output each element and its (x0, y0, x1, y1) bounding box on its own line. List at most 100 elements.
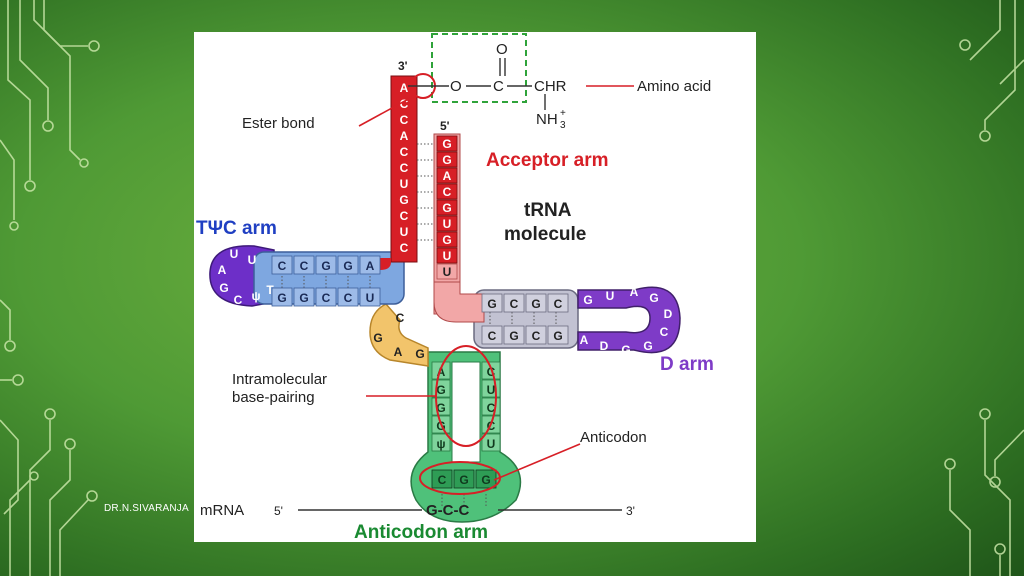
acceptor-3-base: C (400, 97, 409, 111)
base-cell (453, 469, 475, 489)
d-loop-base: G (649, 291, 658, 305)
base-cell (359, 255, 381, 275)
acceptor-3-base: C (400, 113, 409, 127)
base-cell (481, 293, 503, 313)
tpsic-loop-base: C (234, 293, 243, 307)
chem-nh: NH (536, 111, 558, 128)
d-loop-base: G (583, 293, 592, 307)
base-cell (293, 287, 315, 307)
acceptor-arm-label: Acceptor arm (486, 150, 609, 171)
carboxyl-dashed-box (431, 33, 527, 103)
anticodon-left-base: ψ (436, 437, 445, 451)
d-loop-base: A (580, 333, 589, 347)
mrna-5-label: 5' (274, 504, 283, 518)
acceptor-end-base: U (443, 265, 452, 279)
d-bottom-base: C (532, 329, 541, 343)
tpsic-bottom-base: U (366, 291, 375, 305)
base-cell (436, 231, 458, 248)
intramolecular-label-1: Intramolecular (232, 371, 327, 388)
base-cell (525, 293, 547, 313)
end-5-label: 5' (440, 119, 450, 133)
acceptor-3-base: C (400, 161, 409, 175)
intramolecular-label-2: base-pairing (232, 389, 315, 406)
tpsic-bottom-base: G (299, 291, 308, 305)
tpsic-top-base: A (366, 259, 375, 273)
d-loop-base: U (606, 289, 615, 303)
acceptor-3-base: C (400, 241, 409, 255)
ester-bond-label: Ester bond (242, 115, 315, 132)
d-top-base: G (487, 297, 496, 311)
base-cell (337, 287, 359, 307)
anticodon-right-base: U (487, 437, 496, 451)
chem-o-top: O (496, 41, 508, 58)
acceptor-3-base: C (400, 145, 409, 159)
anticodon-arm-label: Anticodon arm (354, 522, 488, 542)
variable-loop-base: G (373, 331, 382, 345)
acceptor-3-base: A (400, 129, 409, 143)
acceptor-5-base: C (443, 185, 452, 199)
d-bottom-base: G (553, 329, 562, 343)
base-cell (503, 325, 525, 345)
mrna-3-label: 3' (626, 504, 635, 518)
variable-loop-shape (369, 303, 429, 367)
base-cell (436, 215, 458, 232)
acceptor-5-base: G (442, 233, 451, 247)
base-cell (436, 263, 458, 280)
tpsic-top-base: C (300, 259, 309, 273)
d-arm-label: D arm (660, 354, 714, 375)
d-bottom-base: G (509, 329, 518, 343)
acceptor-5-base: G (442, 153, 451, 167)
tpsic-top-base: C (278, 259, 287, 273)
base-cell (436, 247, 458, 264)
d-top-base: C (554, 297, 563, 311)
tpsic-loop-base: ψ (251, 289, 260, 303)
acceptor-bend-shape (433, 281, 485, 323)
anticodon-right-base: C (487, 401, 496, 415)
acceptor-3-base: A (400, 81, 409, 95)
d-loop-base: G (621, 343, 630, 357)
acceptor-5-base: A (443, 169, 452, 183)
anticodon-right-base: C (487, 365, 496, 379)
base-cell (525, 325, 547, 345)
base-cell (436, 199, 458, 216)
d-top-base: G (531, 297, 540, 311)
tpsic-loop-base: T (266, 283, 274, 297)
anticodon-right-base: C (487, 419, 496, 433)
base-cell (481, 325, 503, 345)
d-loop-shape (577, 286, 681, 354)
acceptor-5-base: G (442, 137, 451, 151)
acceptor-5-base: G (442, 201, 451, 215)
amino-acid-label: Amino acid (637, 78, 711, 95)
tpsic-top-base: G (343, 259, 352, 273)
tpsic-loop-base: G (219, 281, 228, 295)
base-cell (436, 135, 458, 152)
variable-loop-base: A (394, 345, 403, 359)
tpsic-bottom-base: G (277, 291, 286, 305)
base-cell (271, 287, 293, 307)
base-cell (271, 255, 293, 275)
acceptor-5-base: U (443, 249, 452, 263)
anticodon-right-base: U (487, 383, 496, 397)
chem-chr: CHR (534, 78, 567, 95)
trna-title-1: tRNA (524, 200, 572, 221)
anticodon-left-base: G (436, 383, 445, 397)
chem-sub3: 3 (560, 120, 566, 131)
base-cell (315, 255, 337, 275)
d-loop-base: A (630, 285, 639, 299)
d-bottom-base: C (488, 329, 497, 343)
tpsic-bottom-base: C (344, 291, 353, 305)
chem-o: O (450, 78, 462, 95)
anticodon-base: C (438, 473, 447, 487)
anticodon-left-base: A (437, 365, 446, 379)
anticodon-base: G (459, 473, 468, 487)
acceptor-3-base: U (400, 225, 409, 239)
anticodon-left-base: G (436, 401, 445, 415)
base-cell (503, 293, 525, 313)
base-cell (431, 469, 453, 489)
base-cell (547, 293, 569, 313)
end-3-label: 3' (398, 59, 408, 73)
variable-loop-base: G (415, 347, 424, 361)
